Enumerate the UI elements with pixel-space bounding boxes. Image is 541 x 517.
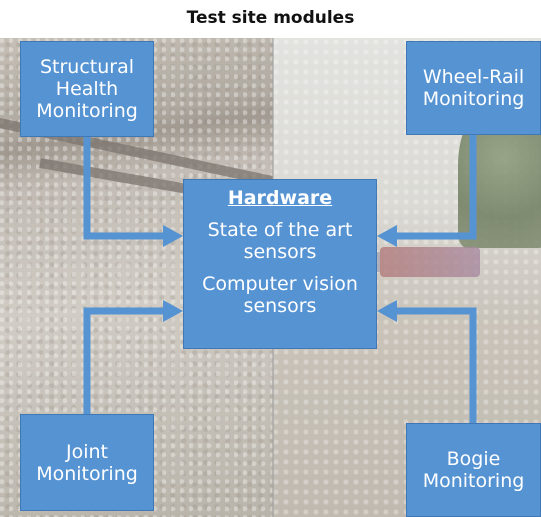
arrow-joint-to-hardware (83, 307, 166, 414)
fence (380, 247, 480, 277)
arrowhead-right-icon (163, 300, 183, 322)
diagram-title: Test site modules (186, 8, 355, 28)
arrow-wheelrail-to-hardware (394, 135, 477, 240)
arrowhead-left-icon (377, 300, 397, 322)
arrowhead-left-icon (377, 225, 397, 247)
hardware-title: Hardware (227, 187, 333, 209)
arrowhead-right-icon (163, 225, 183, 247)
arrow-bogie-to-hardware (394, 307, 477, 423)
arrow-shm-to-hardware (83, 137, 166, 240)
